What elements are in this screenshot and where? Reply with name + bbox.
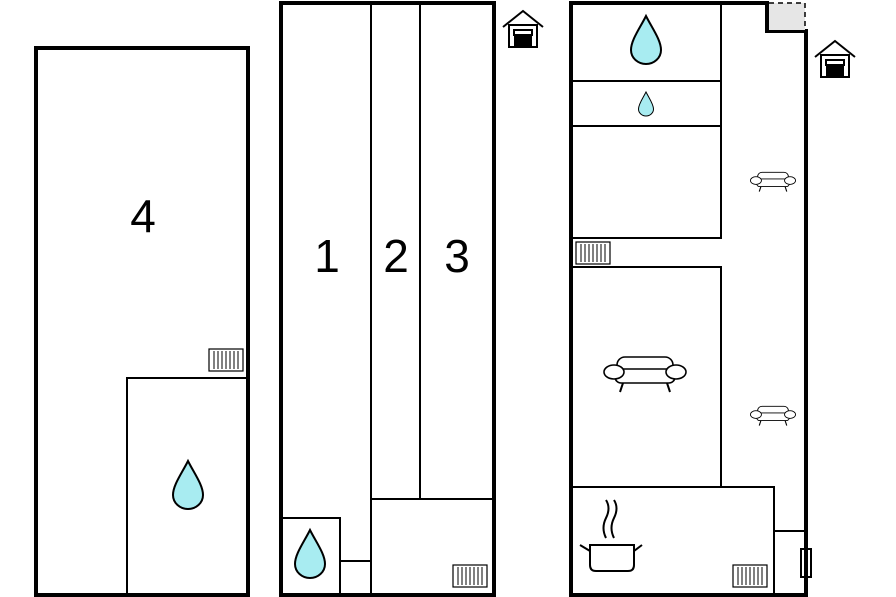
left-building: 4 bbox=[34, 46, 250, 597]
sofa-icon bbox=[749, 171, 797, 193]
door-marker bbox=[800, 548, 812, 578]
sofa-icon bbox=[603, 356, 687, 393]
radiator-icon bbox=[575, 241, 611, 265]
right-top-block bbox=[570, 2, 722, 239]
radiator-icon bbox=[208, 348, 244, 372]
room-label-3: 3 bbox=[444, 230, 470, 282]
room-label-4: 4 bbox=[130, 190, 156, 242]
middle-building-outline bbox=[279, 1, 496, 597]
room-label-2: 2 bbox=[383, 230, 409, 282]
middle-bathroom-wall bbox=[281, 517, 341, 595]
water-drop-icon bbox=[638, 91, 654, 117]
left-bathroom-wall bbox=[126, 377, 248, 595]
water-drop-icon bbox=[172, 460, 204, 510]
left-building-outline bbox=[34, 46, 250, 597]
middle-building: 1 2 3 bbox=[279, 1, 496, 597]
cooking-pot-icon bbox=[579, 499, 643, 572]
house-entrance-icon bbox=[502, 10, 544, 48]
water-drop-icon bbox=[294, 529, 326, 579]
house-entrance-icon bbox=[814, 40, 856, 78]
sofa-icon bbox=[749, 405, 797, 427]
water-drop-icon bbox=[630, 15, 662, 65]
right-kitchen-wall bbox=[571, 486, 775, 595]
right-building bbox=[569, 1, 812, 597]
right-building-outline bbox=[569, 1, 808, 597]
radiator-icon bbox=[452, 564, 488, 588]
radiator-icon bbox=[732, 564, 768, 588]
room-label-1: 1 bbox=[314, 230, 340, 282]
storage-box-icon bbox=[769, 3, 805, 30]
